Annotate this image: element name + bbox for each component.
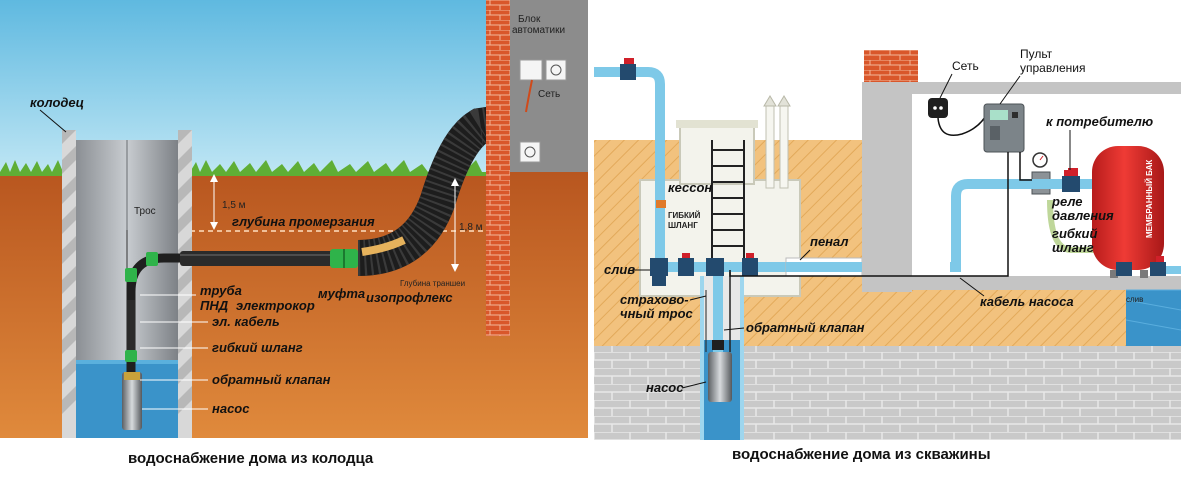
supply-pipe: [594, 67, 665, 268]
label-rope: Трос: [134, 206, 156, 217]
label-depth-1-5: 1,5 м: [222, 200, 246, 211]
label-control-panel-2: управления: [1020, 61, 1085, 75]
socket-top: [545, 59, 567, 81]
house-brick-wall: [486, 0, 510, 336]
label-pressure-relay-2: давления: [1052, 208, 1114, 223]
label-to-consumer: к потребителю: [1046, 114, 1153, 129]
label-flex-hose-2: шланг: [1052, 240, 1094, 255]
ladder: [711, 140, 745, 268]
drain-pit: [1126, 290, 1181, 346]
automation-box: [519, 59, 543, 81]
label-pump-right: насос: [646, 380, 684, 395]
label-freeze-depth: глубина промерзания: [232, 214, 375, 229]
stone-layer: [594, 346, 1181, 440]
label-check-valve-right: обратный клапан: [746, 320, 865, 335]
label-safety-rope-1: страхово-: [620, 292, 689, 307]
right-panel: МЕМБРАННЫЙ БАК Сеть Пульт управления к п…: [594, 0, 1181, 463]
label-flex-hose-small-1: ГИБКИЙ: [668, 211, 701, 220]
label-pressure-relay-1: реле: [1051, 194, 1082, 209]
caption-right: водоснабжение дома из скважины: [732, 446, 991, 463]
label-mains-right: Сеть: [952, 59, 979, 73]
label-mains-left: Сеть: [538, 89, 560, 100]
isoproflex-pipe: [357, 102, 523, 276]
tank-label: МЕМБРАННЫЙ БАК: [1145, 160, 1154, 238]
consumer-arrow: [1068, 168, 1078, 176]
label-pipe-pnd-2: ПНД: [200, 298, 229, 313]
pump-cable: [729, 152, 1009, 277]
house-wall: [862, 92, 912, 292]
borehole-pump: [708, 352, 732, 402]
socket-right: [928, 98, 948, 118]
label-caisson: кессон: [668, 180, 712, 195]
label-well: колодец: [30, 95, 84, 110]
label-automation-1: Блок: [518, 14, 541, 25]
label-safety-rope-2: чный трос: [620, 306, 694, 321]
house-floor: [862, 276, 1181, 290]
label-drain-small: слив: [1126, 295, 1143, 304]
label-coupling: муфта: [318, 286, 365, 301]
left-panel: колодец Трос глубина промерзания 1,5 м 1…: [0, 0, 588, 467]
electrocorr-pipe: [180, 251, 345, 266]
label-check-valve: обратный клапан: [212, 372, 331, 387]
label-pipe-pnd-1: труба: [200, 283, 242, 298]
label-electrocorr: электрокор: [236, 298, 315, 313]
label-flex-hose-small-2: ШЛАНГ: [668, 221, 698, 230]
house-ceiling: [862, 82, 1181, 94]
membrane-tank: [1092, 146, 1164, 270]
label-flex-hose-1: гибкий: [1052, 226, 1097, 241]
caption-left: водоснабжение дома из колодца: [128, 450, 374, 467]
label-trench-depth: Глубина траншеи: [400, 279, 465, 288]
label-flex-hose: гибкий шланг: [212, 340, 303, 355]
label-automation-2: автоматики: [512, 25, 565, 36]
flex-hose-section: [127, 300, 135, 350]
label-el-cable: эл. кабель: [212, 314, 280, 329]
label-penal: пенал: [810, 234, 849, 249]
label-depth-1-8: 1,8 м: [459, 222, 483, 233]
well-pump: [122, 372, 142, 430]
label-pump: насос: [212, 401, 250, 416]
label-control-panel-1: Пульт: [1020, 47, 1053, 61]
borehole-pipe: [713, 268, 723, 356]
house-pipe: [950, 179, 1128, 272]
vertical-pipe: [126, 253, 340, 372]
label-drain: слив: [604, 262, 635, 277]
label-pump-cable: кабель насоса: [980, 294, 1074, 309]
socket-bottom: [519, 141, 541, 163]
label-isoproflex: изопрофлекс: [366, 290, 453, 305]
